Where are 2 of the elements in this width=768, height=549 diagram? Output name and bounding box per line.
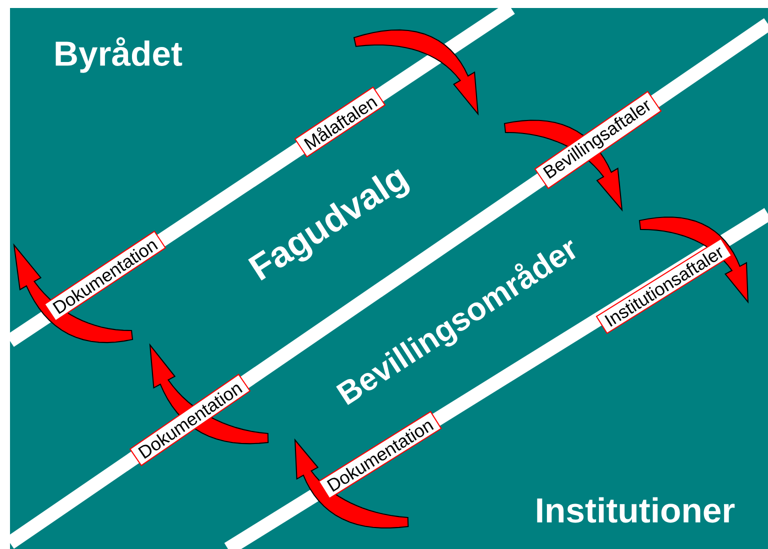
region-label: Institutioner <box>537 497 735 523</box>
region-label: Byrådet <box>56 37 182 73</box>
